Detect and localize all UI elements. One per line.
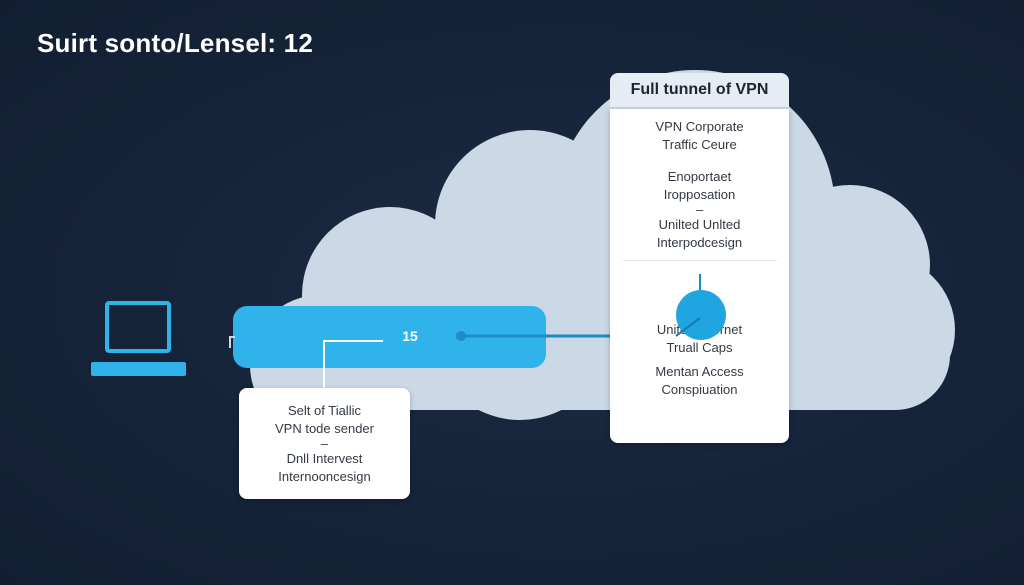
tunnel-link-dot — [456, 331, 466, 341]
full-tunnel-card: VPN Corporate Traffic Ceure Enoportaet I… — [610, 109, 789, 443]
right-card-line: Truall Caps — [666, 340, 733, 355]
left-card-line: – — [320, 436, 329, 451]
cloud-shape — [250, 70, 955, 435]
right-card-line: United Internet — [656, 322, 743, 337]
left-card-line: Selt of Tiallic — [288, 403, 361, 418]
right-card-line: Traffic Ceure — [662, 137, 737, 152]
left-card-line: VPN tode sender — [274, 421, 374, 436]
card-divider — [622, 260, 777, 261]
right-card-line: Interpodcesign — [656, 235, 743, 250]
left-card-line: Dnll Intervest — [286, 451, 363, 466]
right-card-line: Unilted Unlted — [658, 217, 741, 232]
right-card-line: – — [695, 202, 704, 217]
vpn-tunnel-bar — [233, 306, 546, 368]
page-title: Suirt sonto/Lensel: 12 — [37, 28, 314, 58]
right-card-line: Enoportaet — [667, 169, 732, 184]
right-card-line: VPN Corporate — [655, 119, 744, 134]
spacer — [610, 261, 789, 321]
spacer — [610, 154, 789, 168]
right-card-line: Iropposation — [663, 187, 736, 202]
right-card-line: Mentan Access — [655, 364, 744, 379]
tunnel-label: 15 — [402, 328, 418, 344]
split-traffic-card: Selt of Tiallic VPN tode sender – Dnll I… — [239, 388, 410, 499]
full-tunnel-header: Full tunnel of VPN — [610, 73, 789, 107]
left-card-connector — [323, 340, 383, 388]
laptop-icon — [91, 301, 186, 376]
tunnel-bracket-marker — [229, 336, 235, 348]
left-card-line: Internooncesign — [278, 469, 371, 484]
right-card-line: Conspiuation — [661, 382, 738, 397]
